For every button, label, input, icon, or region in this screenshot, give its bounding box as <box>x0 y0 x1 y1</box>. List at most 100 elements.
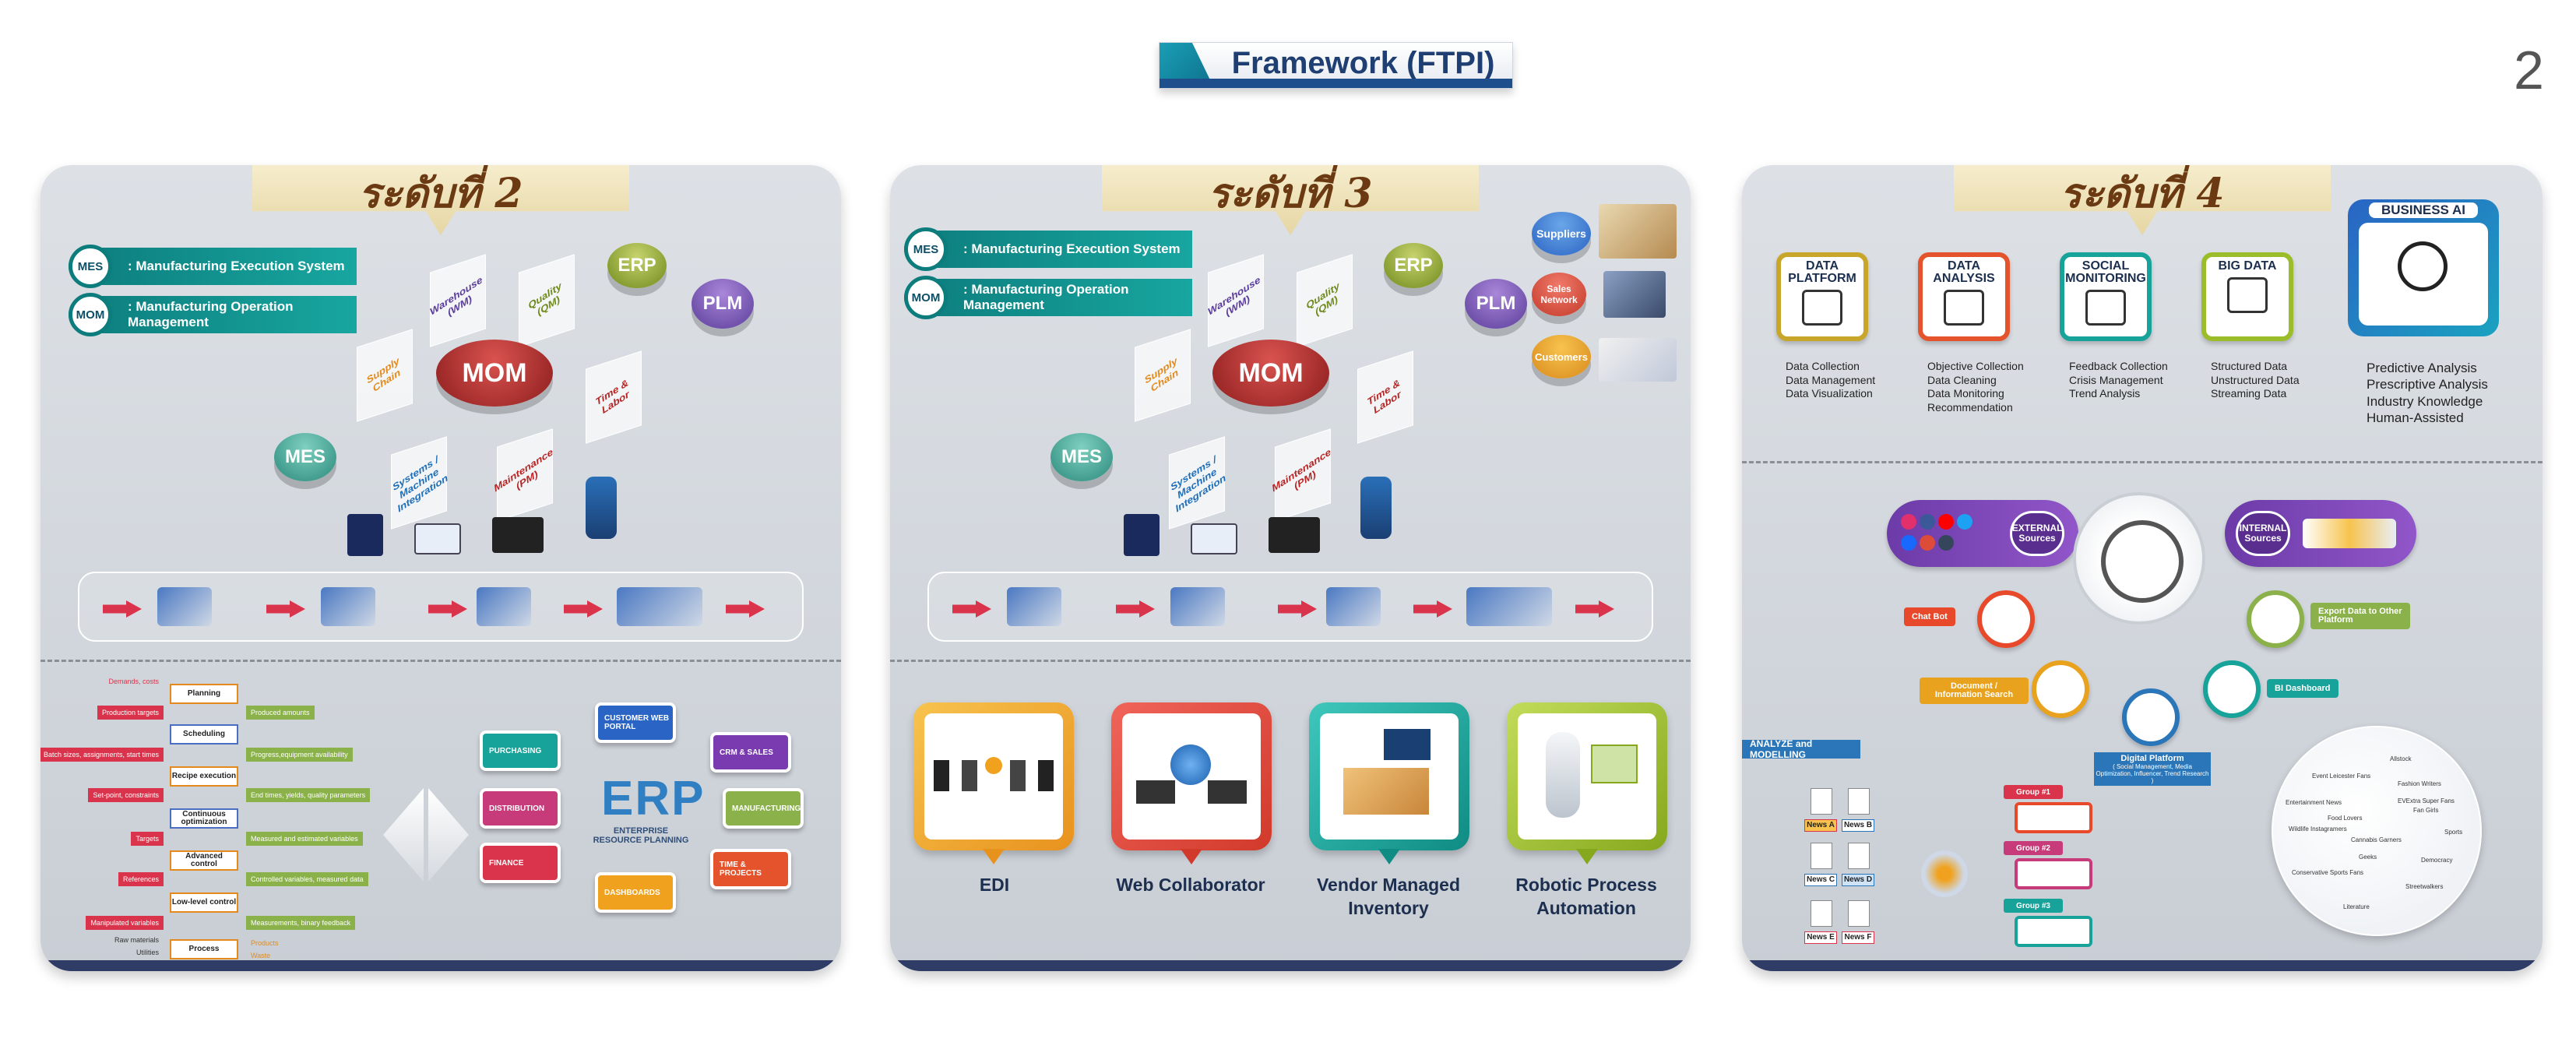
social-monitoring-title: SOCIAL MONITORING <box>2065 259 2146 285</box>
ladder-right-endtimes: End times, yields, quality parameters <box>246 788 371 802</box>
list-item: Predictive Analysis <box>2367 361 2477 375</box>
ladder-left-setpoint: Set-point, constraints <box>88 788 164 802</box>
tile-pointer <box>1378 849 1400 864</box>
globe-word: Allstock <box>2390 755 2412 762</box>
web-collaborator-tile <box>1111 702 1272 864</box>
list-item: Structured Data <box>2211 360 2288 372</box>
list-item: Industry Knowledge <box>2367 393 2483 409</box>
level2-panel: ระดับที่ 2 MES : Manufacturing Execution… <box>40 165 841 971</box>
tile-pointer <box>1181 849 1202 864</box>
erp-module-distribution: DISTRIBUTION <box>480 788 561 829</box>
google-plus-icon <box>1920 535 1935 551</box>
big-data-tile: BIG DATA <box>2201 252 2293 341</box>
list-item: Crisis Management <box>2069 373 2163 386</box>
level4-panel: ระดับที่ 4 DATA PLATFORM DATA ANALYSIS S… <box>1742 165 2543 971</box>
erp-hub-sub: ENTERPRISE RESOURCE PLANNING <box>593 826 689 845</box>
desk-worker-icon <box>1384 729 1431 760</box>
module-card-time-labor: Time & Labor <box>1357 350 1413 444</box>
chat-bot-label: Chat Bot <box>1904 607 1955 626</box>
ladder-right-progress: Progress,equipment availability <box>246 748 353 762</box>
mes-badge: MES <box>69 245 112 288</box>
level3-ribbon: ระดับที่ 3 <box>1102 165 1479 235</box>
globe-word: Fashion Writers <box>2398 780 2441 787</box>
worker-icon <box>1326 587 1381 626</box>
analyze-modelling-banner: ANALYZE and MODELLING <box>1742 738 1860 760</box>
framework-title-tag: Framework (FTPI) <box>1159 42 1513 89</box>
erp-hub-label: ERP <box>601 772 706 826</box>
ladder-left-manipulated: Manipulated variables <box>86 916 164 930</box>
flow-arrow-icon <box>726 600 765 618</box>
module-time-labor-label: Time & Labor <box>593 376 631 416</box>
module-card-systems: Systems / Machine Integration <box>1169 436 1227 530</box>
panel-base <box>1742 960 2543 971</box>
business-ai-list: Predictive Analysis Prescriptive Analysi… <box>2367 360 2488 426</box>
flow-arrow-icon <box>952 600 991 618</box>
ladder-box-continuous: Continuous optimization <box>170 808 238 829</box>
document-icon <box>1848 843 1870 869</box>
internal-sources: INTERNAL Sources <box>2225 500 2416 567</box>
globe-word: EVExtra Super Fans <box>2398 797 2455 804</box>
controller-icon <box>492 517 544 553</box>
ladder-box-scheduling: Scheduling <box>170 724 238 745</box>
module-card-maintenance: Maintenance (PM) <box>492 428 554 522</box>
machine-icon <box>347 514 383 556</box>
vendor-managed-inventory-tile <box>1309 702 1469 864</box>
flow-arrow-icon <box>1116 600 1155 618</box>
module-warehouse-label: Warehouse (WM) <box>428 273 484 319</box>
erp-module-time-projects: TIME & PROJECTS <box>710 849 791 889</box>
module-maintenance-label: Maintenance (PM) <box>491 445 554 495</box>
business-ai-title: BUSINESS AI <box>2369 202 2478 218</box>
magnifier-chart-icon <box>1944 290 1984 326</box>
news-tag: News C <box>1804 874 1837 886</box>
module-card-systems: Systems / Machine Integration <box>391 436 449 530</box>
list-item: Unstructured Data <box>2211 373 2300 386</box>
module-card-warehouse: Warehouse (WM) <box>1206 254 1264 347</box>
ladder-right-measurements: Measurements, binary feedback <box>246 916 356 930</box>
document-icon <box>1811 843 1832 869</box>
module-time-labor-label: Time & Labor <box>1365 376 1402 416</box>
module-card-quality: Quality (QM) <box>519 254 575 347</box>
title-underline-band <box>1160 79 1512 88</box>
ladder-left-targets2: Targets <box>131 832 164 846</box>
controller-icon <box>1269 517 1320 553</box>
level2-divider <box>40 660 841 662</box>
level3-title: ระดับที่ 3 <box>1208 170 1373 217</box>
network-diagram-icon <box>1802 290 1842 326</box>
truck-icon <box>157 587 212 626</box>
globe-word: Food Lovers <box>2328 815 2363 822</box>
ladder-right-products: Products <box>251 939 279 947</box>
erp-module-crm-sales: CRM & SALES <box>710 732 791 773</box>
globe-icon <box>1170 745 1211 785</box>
module-card-time-labor: Time & Labor <box>586 350 642 444</box>
laptop-icon <box>1208 780 1247 804</box>
document-icon <box>1848 788 1870 815</box>
mom-legend: MOM : Manufacturing Operation Management <box>69 293 357 336</box>
edi-tile <box>913 702 1074 864</box>
data-analysis-title: DATA ANALYSIS <box>1933 259 1995 285</box>
audience-globe: Allstock Event Leicester Fans Fashion Wr… <box>2272 726 2482 936</box>
documents-folder-cloud-icon <box>2303 519 2396 548</box>
external-sources-label: EXTERNAL Sources <box>2010 511 2064 556</box>
group-label: Group #2 <box>2004 841 2063 855</box>
rpa-label: Robotic Process Automation <box>1515 875 1657 918</box>
level2-ribbon: ระดับที่ 2 <box>252 165 629 235</box>
mes-badge: MES <box>904 227 948 271</box>
erp-module-manufacturing: MANUFACTURING <box>723 788 804 829</box>
robot-icon <box>1546 732 1580 818</box>
mes-legend: MES : Manufacturing Execution System <box>69 245 357 288</box>
sales-network-node: Sales Network <box>1532 273 1586 316</box>
shopping-icon <box>1599 338 1677 382</box>
delivery-icon <box>617 587 702 626</box>
web-collaborator-illustration <box>1122 713 1261 840</box>
mes-legend: MES : Manufacturing Execution System <box>904 227 1192 271</box>
news-tag: News D <box>1842 874 1874 886</box>
mom-badge: MOM <box>69 293 112 336</box>
erp-hub: ERP ENTERPRISE RESOURCE PLANNING <box>593 771 706 845</box>
group-label: Group #1 <box>2004 785 2063 799</box>
customers-node: Customers <box>1532 335 1591 378</box>
flow-arrow-icon <box>564 600 603 618</box>
globe-word: Literature <box>2343 903 2370 910</box>
globe-word: Streetwalkers <box>2405 883 2444 890</box>
behance-icon <box>1901 535 1916 551</box>
mom-legend-text: : Manufacturing Operation Management <box>963 282 1129 312</box>
